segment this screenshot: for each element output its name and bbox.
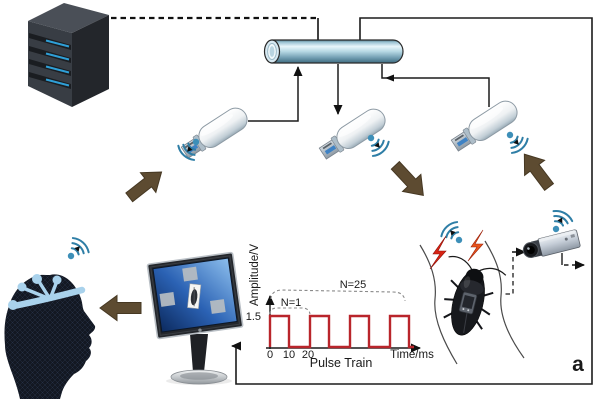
annotation-brace-n25 [270,289,406,302]
chart-ytick-1-5: 1.5 [246,311,261,323]
screen-stimulus-squares [159,266,226,314]
wireless-signal-icon-dongle3 [498,124,531,157]
chart-xtick-0: 0 [267,349,273,361]
electrode-array [8,274,86,310]
dongle3-to-bus-line [381,64,490,107]
chart-ylabel: Amplitude/V [249,244,261,306]
server-tower-icon [28,3,109,107]
wireless-signal-icon-head [59,234,92,267]
lightning-bolt-right [467,229,484,262]
feedback-loop-line [231,17,593,385]
chart-xtick-10: 10 [283,349,295,361]
camera-output-line [561,253,585,270]
stimulation-lightning-icons [429,229,484,270]
annotation-brace-n1 [269,307,311,315]
eeg-electrode-head-icon [4,274,96,399]
flow-arrow-dongle2-to-insect [385,156,433,205]
server-drive-slots [29,33,71,89]
flow-arrow-head-to-dongle1 [121,161,170,208]
screen-center-target-card [187,283,202,310]
stimulus-monitor-icon [146,251,244,340]
data-bus-pipe-icon [263,39,404,64]
usb-dongle-camera-receiver [448,96,522,156]
insect-track-curves [419,240,525,365]
pulse-train-waveform [268,314,414,349]
chart-xtick-20: 20 [302,349,314,361]
annotation-n1-label: N=1 [281,297,302,309]
flow-arrow-camera-to-dongle3 [513,146,560,195]
chart-xlabel: Time/ms [390,349,434,361]
wireless-signal-icon-insect [438,218,471,251]
track-curve-right [484,240,525,359]
track-curve-left [419,244,458,365]
pulse-train-chart: Amplitude/V 1.5 0 10 20 N=1 N=25 Pulse T… [246,244,434,370]
monitor-logo [198,328,202,332]
lightning-bolt-left [429,235,447,270]
surveillance-camera-icon [522,229,581,259]
chart-title: Pulse Train [310,356,373,370]
insect-backpack-pcb [458,291,478,315]
dongle1-to-bus-line [248,66,303,122]
flow-arrow-monitor-to-head [99,295,142,321]
panel-label: a [572,353,584,376]
camera-input-arrow [505,247,526,295]
insect-antennae [448,255,507,276]
monitor-stand [166,334,232,385]
annotation-n25-label: N=25 [340,279,367,291]
server-to-bus-dashed-link [111,16,319,41]
cyborg-insect-icon [443,255,507,336]
